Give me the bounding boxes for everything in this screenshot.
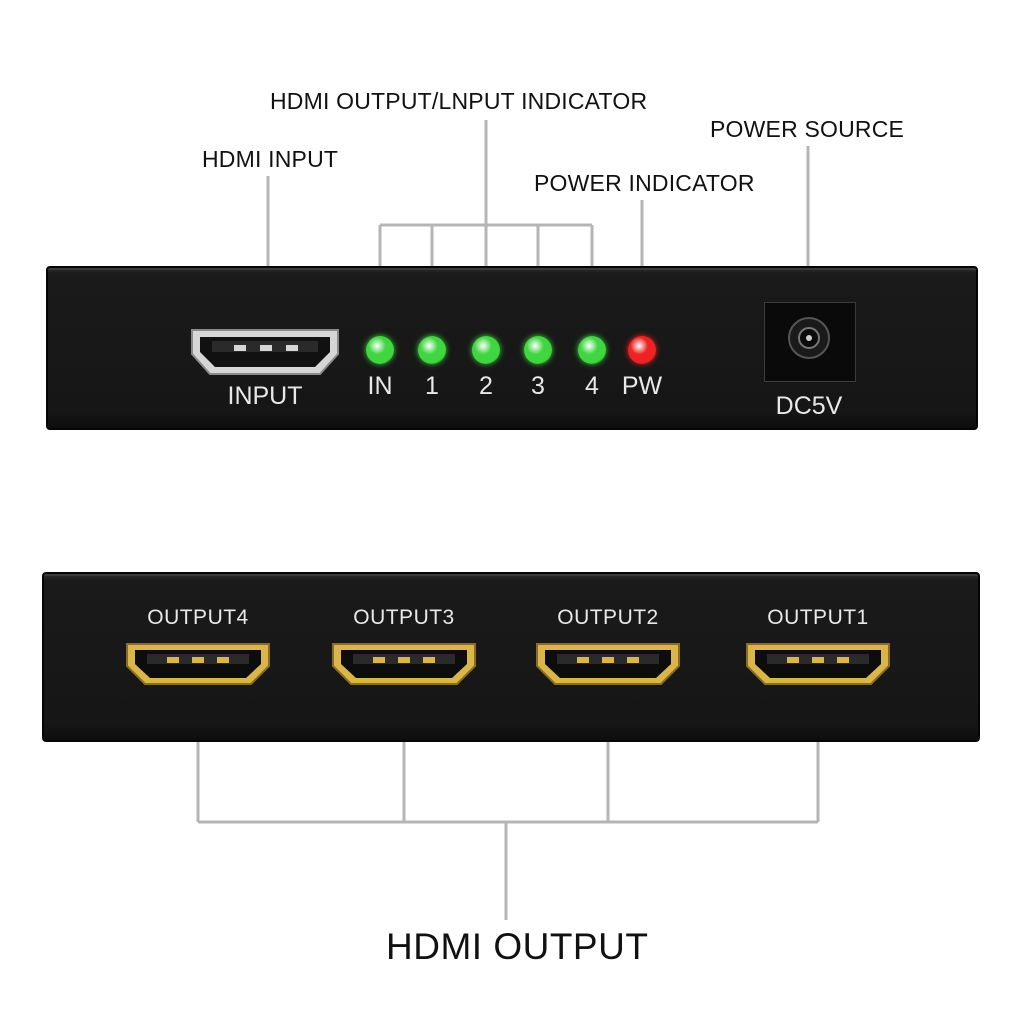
callout-hdmi-output-input-indicator: HDMI OUTPUT/LNPUT INDICATOR [270, 88, 648, 114]
output-label-4: OUTPUT4 [147, 606, 249, 629]
input-port-label: INPUT [227, 382, 303, 410]
callout-hdmi-input: HDMI INPUT [202, 146, 339, 172]
led-4 [578, 336, 606, 364]
hdmi-output-port-1 [746, 643, 890, 685]
hdmi-output-port-2 [536, 643, 680, 685]
output-label-1: OUTPUT1 [767, 606, 869, 629]
callout-power-source: POWER SOURCE [710, 116, 905, 142]
led-2 [472, 336, 500, 364]
dc-power-jack [764, 302, 856, 382]
dc-jack-socket-icon [788, 317, 830, 359]
led-pw [628, 336, 656, 364]
callout-hdmi-output: HDMI OUTPUT [386, 926, 649, 967]
led-1 [418, 336, 446, 364]
hdmi-output-port-4 [126, 643, 270, 685]
dc-power-label: DC5V [775, 392, 843, 420]
led-3 [524, 336, 552, 364]
hdmi-input-port [191, 329, 339, 375]
led-label-1: 1 [425, 372, 439, 400]
led-label-3: 3 [531, 372, 545, 400]
callout-power-indicator: POWER INDICATOR [534, 170, 755, 196]
led-label-in: IN [367, 372, 393, 400]
led-label-4: 4 [585, 372, 599, 400]
led-in [366, 336, 394, 364]
led-label-2: 2 [479, 372, 493, 400]
output-label-2: OUTPUT2 [557, 606, 659, 629]
led-label-pw: PW [621, 372, 663, 400]
output-label-3: OUTPUT3 [353, 606, 455, 629]
hdmi-output-port-3 [332, 643, 476, 685]
